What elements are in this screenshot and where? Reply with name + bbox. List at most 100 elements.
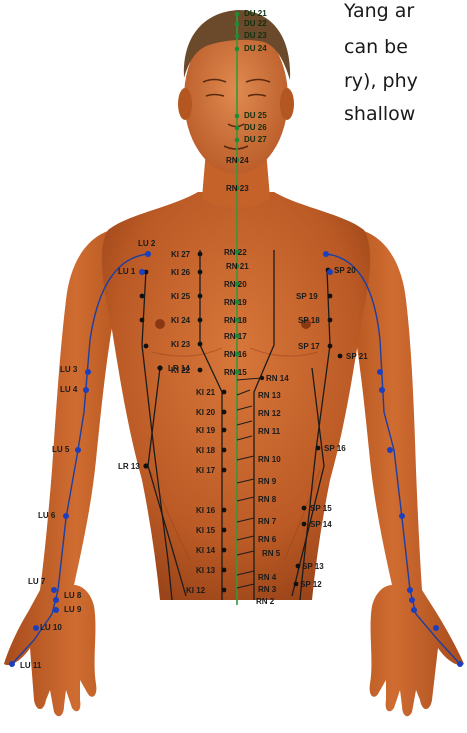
lu10-left-point <box>33 625 39 631</box>
lu6-label: LU 6 <box>38 511 56 520</box>
rn2-label: RN 2 <box>256 597 275 606</box>
ki27-label: KI 27 <box>171 250 191 259</box>
rn21-label: RN 21 <box>226 262 249 271</box>
rn10-label: RN 10 <box>258 455 281 464</box>
lu4-left-point <box>83 387 89 393</box>
ki22-point <box>198 368 203 373</box>
rn9-label: RN 9 <box>258 477 277 486</box>
du21-point <box>235 12 240 17</box>
du26-point <box>235 126 240 131</box>
lu7-right-point <box>407 587 413 593</box>
lu6-left-point <box>63 513 69 519</box>
sp-right-dot-5 <box>294 582 299 587</box>
lu4-label: LU 4 <box>60 385 78 394</box>
ki24-label: KI 24 <box>171 316 191 325</box>
sp-left-dot-4 <box>144 344 149 349</box>
rn4-label: RN 4 <box>258 573 277 582</box>
lu5-label: LU 5 <box>52 445 70 454</box>
ki15-point <box>222 528 227 533</box>
left-arm <box>4 228 124 716</box>
lu2-label: LU 2 <box>138 239 156 248</box>
sp14-label: SP 14 <box>310 520 332 529</box>
lu1-left-point <box>145 251 151 257</box>
lu4-right-point <box>379 387 385 393</box>
du27-label: DU 27 <box>244 135 267 144</box>
ki16-label: KI 16 <box>196 506 216 515</box>
ki15-label: KI 15 <box>196 526 216 535</box>
sp-right-upper-3 <box>328 318 333 323</box>
ki20-label: KI 20 <box>196 408 216 417</box>
sp18-label: SP 18 <box>298 316 320 325</box>
du25-label: DU 25 <box>244 111 267 120</box>
rn16-label: RN 16 <box>224 350 247 359</box>
ki18-point <box>222 448 227 453</box>
rn15-label: RN 15 <box>224 368 247 377</box>
lu2-right-point <box>327 269 333 275</box>
lu1-label: LU 1 <box>118 267 136 276</box>
sp19-label: SP 19 <box>296 292 318 301</box>
lu1-right-point <box>323 251 329 257</box>
ki17-label: KI 17 <box>196 466 216 475</box>
ki25-point <box>198 294 203 299</box>
sp15-label: SP 15 <box>310 504 332 513</box>
lu11-label: LU 11 <box>20 661 42 670</box>
lu2-left-point <box>139 269 145 275</box>
sp-right-dot-1 <box>316 446 321 451</box>
ki18-label: KI 18 <box>196 446 216 455</box>
lr13-point <box>143 463 148 468</box>
rn6-label: RN 6 <box>258 535 277 544</box>
ki23-point <box>198 342 203 347</box>
right-ear <box>280 88 294 120</box>
ki24-point <box>198 318 203 323</box>
lu3-right-point <box>377 369 383 375</box>
lr14-point <box>157 365 162 370</box>
sp-left-dot-3 <box>140 318 145 323</box>
rn17-label: RN 17 <box>224 332 247 341</box>
ki16-point <box>222 508 227 513</box>
sp16-label: SP 16 <box>324 444 346 453</box>
ki27-point <box>198 252 203 257</box>
lu5-right-point <box>387 447 393 453</box>
lu9-label: LU 9 <box>64 605 82 614</box>
ki20-point <box>222 410 227 415</box>
lu7-label: LU 7 <box>28 577 46 586</box>
ki19-point <box>222 428 227 433</box>
ki13-label: KI 13 <box>196 566 216 575</box>
rn18-label: RN 18 <box>224 316 247 325</box>
sp13-label: SP 13 <box>302 562 324 571</box>
rn23-label: RN 23 <box>226 184 249 193</box>
du24-point <box>235 47 240 52</box>
lu9-left-point <box>53 607 59 613</box>
lu11-left-point <box>9 661 15 667</box>
rn19-label: RN 19 <box>224 298 247 307</box>
lu9-right-point <box>411 607 417 613</box>
lu11-right-point <box>457 661 463 667</box>
rn14-label: RN 14 <box>266 374 289 383</box>
sp-right-upper-2 <box>328 294 333 299</box>
rn5-label: RN 5 <box>262 549 281 558</box>
ki12-point <box>222 588 227 593</box>
du27-point <box>235 138 240 143</box>
sp21-label: SP 21 <box>346 352 368 361</box>
sp-left-dot-2 <box>140 294 145 299</box>
ki21-point <box>222 390 227 395</box>
rn24-label: RN 24 <box>226 156 249 165</box>
sp21-point <box>338 354 343 359</box>
ki14-point <box>222 548 227 553</box>
du23-point <box>235 34 240 39</box>
ki25-label: KI 25 <box>171 292 191 301</box>
rn3-label: RN 3 <box>258 585 277 594</box>
du22-point <box>235 22 240 27</box>
sp20-label: SP 20 <box>334 266 356 275</box>
left-ear <box>178 88 192 120</box>
sp17-label: SP 17 <box>298 342 320 351</box>
rn8-label: RN 8 <box>258 495 277 504</box>
rn20-label: RN 20 <box>224 280 247 289</box>
du24-label: DU 24 <box>244 44 267 53</box>
lu3-left-point <box>85 369 91 375</box>
rn22-label: RN 22 <box>224 248 247 257</box>
rn13-label: RN 13 <box>258 391 281 400</box>
lu10-label: LU 10 <box>40 623 62 632</box>
left-nipple <box>155 319 165 329</box>
